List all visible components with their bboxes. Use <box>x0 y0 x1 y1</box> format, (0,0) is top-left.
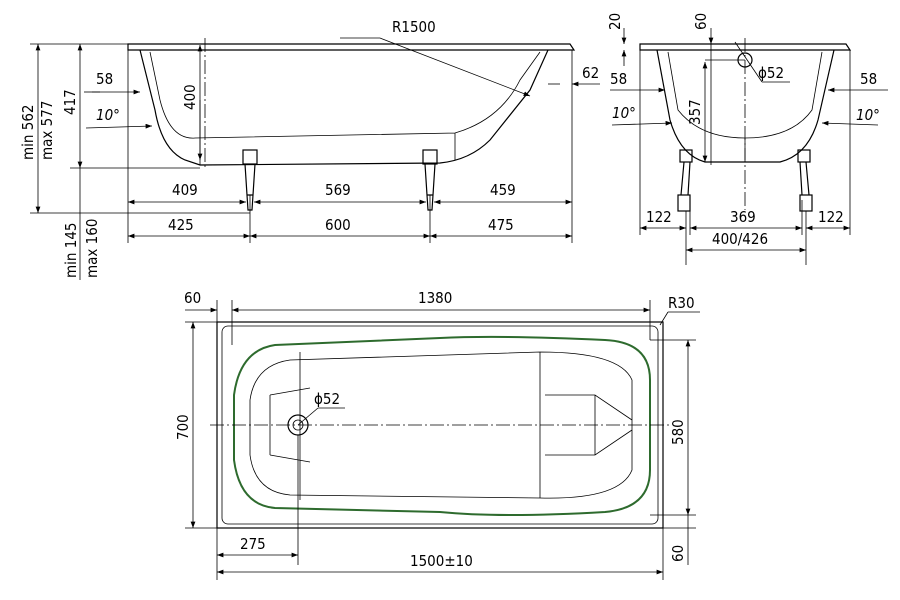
dim-height-min: min 562 <box>19 105 37 161</box>
plan-dim-700: 700 <box>174 414 192 440</box>
dim-409: 409 <box>172 181 198 199</box>
dim-425: 425 <box>168 216 194 234</box>
side-bowl-outline <box>139 49 549 166</box>
dim-417: 417 <box>61 89 79 115</box>
dim-20: 20 <box>606 13 624 30</box>
dim-122-left: 122 <box>646 208 672 226</box>
plan-dim-phi52: ϕ52 <box>314 390 340 408</box>
dim-369: 369 <box>730 208 756 226</box>
dim-600: 600 <box>325 216 351 234</box>
plan-dim-1380: 1380 <box>418 289 452 307</box>
dim-angle: 10° <box>96 106 120 124</box>
plan-dim-60-bottom: 60 <box>669 545 687 562</box>
dim-58: 58 <box>96 70 113 88</box>
plan-view: ϕ52 60 1380 R30 700 580 60 275 1500±10 <box>174 289 700 580</box>
plan-dim-1500: 1500±10 <box>410 552 473 570</box>
dim-569: 569 <box>325 181 351 199</box>
dim-60: 60 <box>692 13 710 30</box>
end-view: 122 369 122 400/426 20 60 357 ϕ52 58 58 … <box>606 13 888 265</box>
plan-dim-275: 275 <box>240 535 266 553</box>
plan-dim-60-top: 60 <box>184 289 201 307</box>
dim-leg-max: max 160 <box>83 219 101 278</box>
side-view: 409 569 459 425 600 475 min 562 max 577 … <box>19 18 600 280</box>
plan-dim-r30: R30 <box>668 294 695 312</box>
dim-62: 62 <box>582 64 599 82</box>
dim-459: 459 <box>490 181 516 199</box>
dim-400-426: 400/426 <box>712 230 768 248</box>
dim-475: 475 <box>488 216 514 234</box>
dim-400: 400 <box>181 84 199 110</box>
dim-angle-left: 10° <box>612 104 636 122</box>
dim-122-right: 122 <box>818 208 844 226</box>
dim-leg-min: min 145 <box>62 223 80 279</box>
plan-dim-580: 580 <box>669 419 687 445</box>
end-bowl-outline <box>656 49 835 163</box>
dim-r1500: R1500 <box>392 18 436 36</box>
dim-58-right: 58 <box>860 70 877 88</box>
dim-58-left: 58 <box>610 70 627 88</box>
end-leg-right <box>797 149 813 212</box>
plan-bowl-outline <box>233 335 651 516</box>
dim-angle-right: 10° <box>856 106 880 124</box>
dim-357: 357 <box>686 99 704 125</box>
side-rim <box>127 43 576 51</box>
dim-height-max: max 577 <box>38 101 56 160</box>
dim-phi52: ϕ52 <box>758 64 784 82</box>
